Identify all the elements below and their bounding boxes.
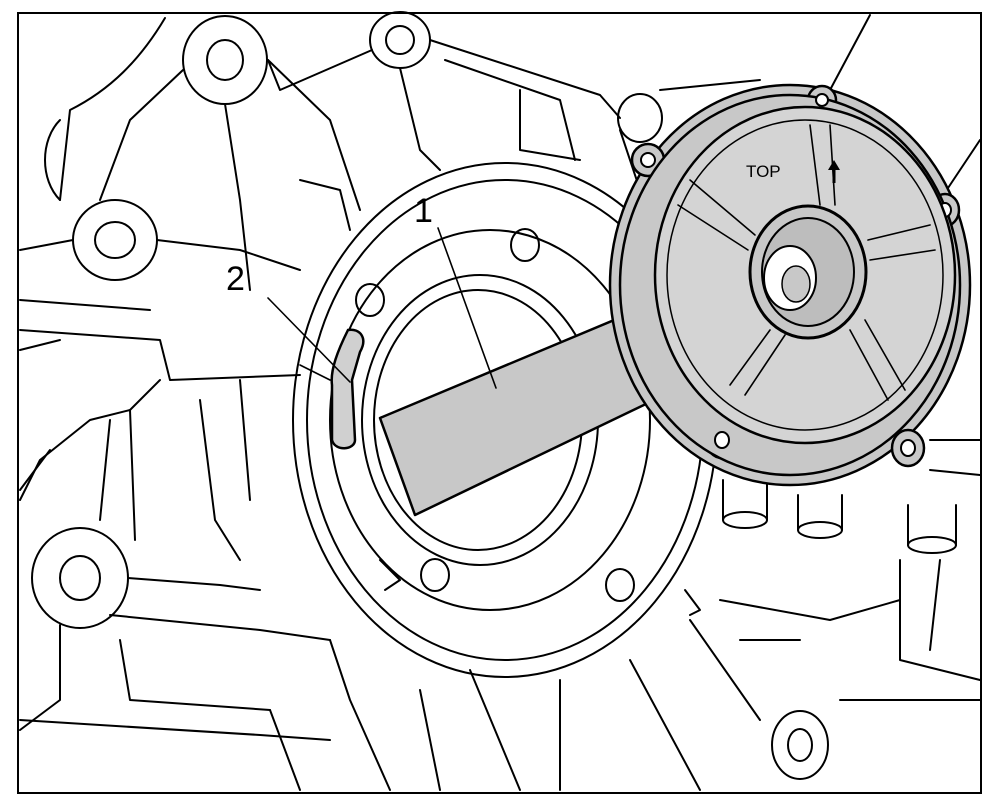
tool-cover-plate: TOP (608, 83, 972, 487)
callout-2-leader (267, 297, 351, 383)
callout-2-label: 2 (226, 260, 245, 298)
figure-frame (17, 12, 982, 794)
callout-1-leader (437, 227, 497, 389)
callout-2-leader-tail (299, 364, 331, 381)
top-marking-label: TOP (746, 162, 781, 181)
up-arrow-icon (828, 160, 840, 183)
callout-1-label: 1 (414, 192, 433, 230)
housing-linework (19, 11, 981, 791)
retaining-clip (330, 328, 365, 450)
